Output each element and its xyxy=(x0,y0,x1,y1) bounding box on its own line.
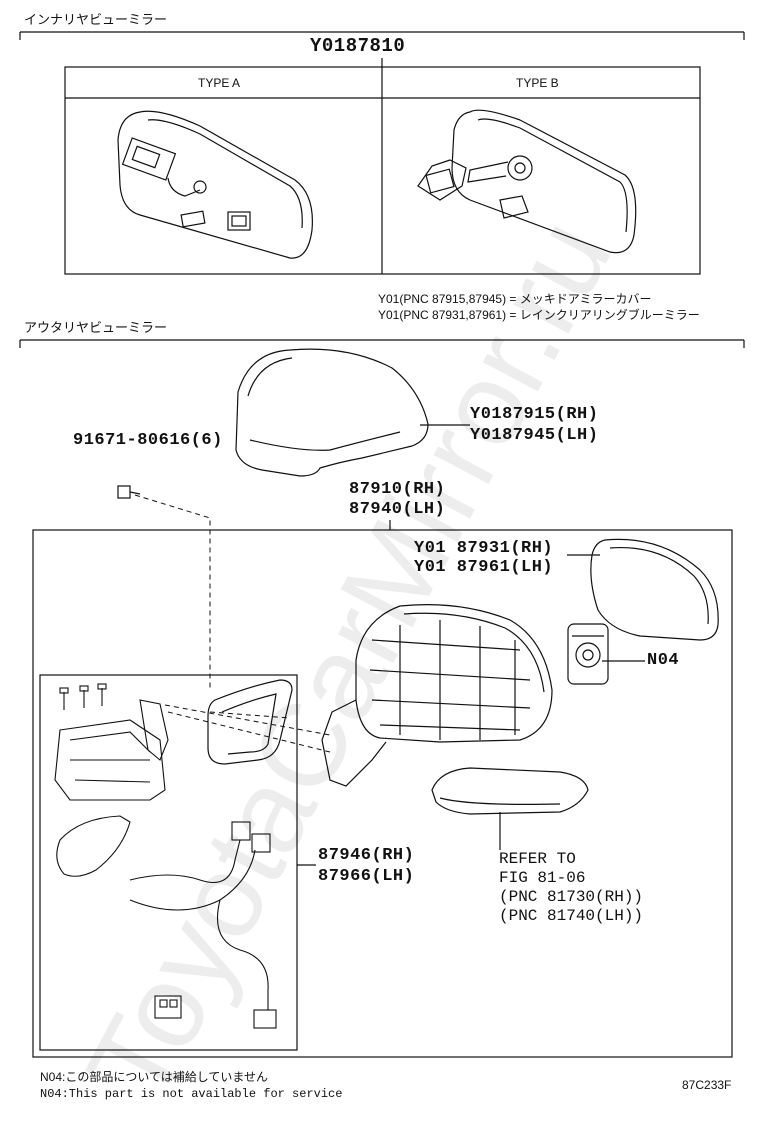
inner-mirror-type-b xyxy=(417,109,637,254)
refer-line-4: (PNC 81740(LH)) xyxy=(499,907,644,925)
mirror-assembly-lh[interactable]: 87940(LH) xyxy=(349,500,446,519)
bolt-part-number[interactable]: 91671-80616(6) xyxy=(73,431,223,450)
note-rain-clearing-mirror: Y01(PNC 87931,87961) = レインクリアリングブルーミラー xyxy=(378,308,700,322)
refer-line-2[interactable]: FIG 81-06 xyxy=(499,869,586,887)
figure-code: 87C233F xyxy=(682,1078,732,1092)
mirror-glass-drawing xyxy=(590,538,719,641)
turn-lamp-drawing xyxy=(431,767,589,815)
actuator-drawing xyxy=(567,623,609,685)
refer-line-3: (PNC 81730(RH)) xyxy=(499,888,644,906)
footnote-english: N04:This part is not available for servi… xyxy=(40,1087,343,1101)
footnote-japanese: N04:この部品については補給していません xyxy=(40,1070,269,1084)
mirror-glass-rh[interactable]: Y01 87931(RH) xyxy=(414,539,554,558)
note-cover-plating: Y01(PNC 87915,87945) = メッキドアミラーカバー xyxy=(378,292,652,306)
mirror-cover-rh[interactable]: Y0187915(RH) xyxy=(470,405,599,424)
mirror-glass-lh[interactable]: Y01 87961(LH) xyxy=(414,558,554,577)
inner-mirror-type-a xyxy=(117,110,313,259)
inner-mirror-part-number[interactable]: Y0187810 xyxy=(310,35,406,57)
mirror-housing-drawing xyxy=(321,604,553,787)
mirror-assembly-rh[interactable]: 87910(RH) xyxy=(349,480,446,499)
mirror-cover-lh[interactable]: Y0187945(LH) xyxy=(470,426,599,445)
mirror-cover-drawing xyxy=(235,348,429,477)
sub-assembly-drawing xyxy=(54,683,277,1029)
inner-mirror-section-title: インナリヤビューミラー xyxy=(24,12,168,27)
bolt-drawing xyxy=(117,485,141,499)
sub-assembly-lh[interactable]: 87966(LH) xyxy=(318,867,415,886)
type-b-label: TYPE B xyxy=(516,76,559,90)
n04-label: N04 xyxy=(647,651,680,670)
refer-line-1: REFER TO xyxy=(499,850,576,868)
outer-mirror-section-title: アウタリヤビューミラー xyxy=(24,320,168,335)
sub-assembly-rh[interactable]: 87946(RH) xyxy=(318,846,415,865)
type-a-label: TYPE A xyxy=(198,76,241,90)
base-cover-drawing xyxy=(207,679,293,765)
